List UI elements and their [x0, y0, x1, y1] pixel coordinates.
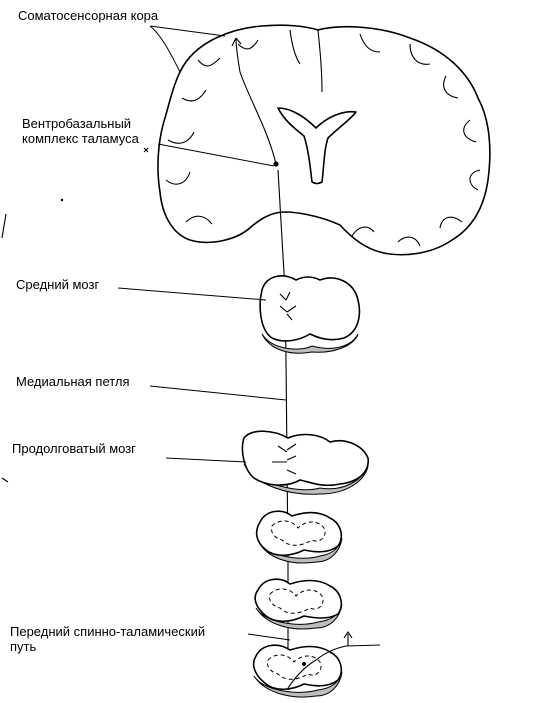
mark-star: [143, 147, 149, 153]
label-medial-lemniscus: Медиальная петля: [16, 374, 130, 389]
label-ventrobasal-line1: Вентробазальный: [22, 116, 132, 131]
label-ventrobasal-complex: Вентробазальный комплекс таламуса: [22, 116, 172, 146]
mark-left: [1, 213, 7, 239]
incoming-fiber-arrow: [343, 631, 353, 646]
spinal-section-1-grey: [271, 520, 326, 546]
mark-dot: [60, 198, 64, 202]
medulla-branches: [272, 443, 297, 475]
label-spinothalamic-line1: Передний спинно-таламический: [10, 624, 206, 639]
midbrain-shade: [261, 333, 359, 354]
label-spinothalamic-line2: путь: [10, 639, 37, 654]
leader-somatosensory-cortex: [149, 25, 226, 73]
label-medulla: Продолговатый мозг: [12, 441, 136, 456]
leader-ventrobasal-complex: [157, 143, 275, 167]
cortical-ending: [231, 37, 242, 47]
label-spinothalamic-tract: Передний спинно-таламический путь: [10, 624, 250, 654]
midbrain-branches: [279, 291, 297, 321]
spinal-section-3-outline: [252, 644, 343, 691]
brain-gyri: [165, 29, 481, 247]
medulla-outline: [241, 430, 369, 487]
leader-spinothalamic: [247, 633, 291, 641]
ascending-pathway: [277, 169, 289, 690]
leader-medial-lemniscus: [149, 385, 287, 401]
leader-medulla: [165, 457, 247, 463]
leader-midbrain: [117, 287, 267, 301]
spinal-section-2-grey: [269, 588, 324, 614]
longitudinal-fissure: [317, 29, 323, 93]
label-midbrain: Средний мозг: [16, 277, 100, 292]
incoming-fiber: [287, 644, 381, 689]
mark-bottom-left: [1, 477, 9, 483]
label-somatosensory-cortex: Соматосенсорная кора: [18, 8, 159, 23]
midbrain-outline: [259, 275, 361, 342]
label-ventrobasal-line2: комплекс таламуса: [22, 131, 139, 146]
ventricles: [277, 107, 357, 185]
spinal-section-1-outline: [255, 510, 343, 557]
dorsal-root-cell: [302, 662, 306, 666]
spinal-section-3-grey: [267, 654, 322, 680]
spinal-section-2-outline: [254, 578, 343, 623]
thalamocortical-fiber: [235, 37, 277, 165]
